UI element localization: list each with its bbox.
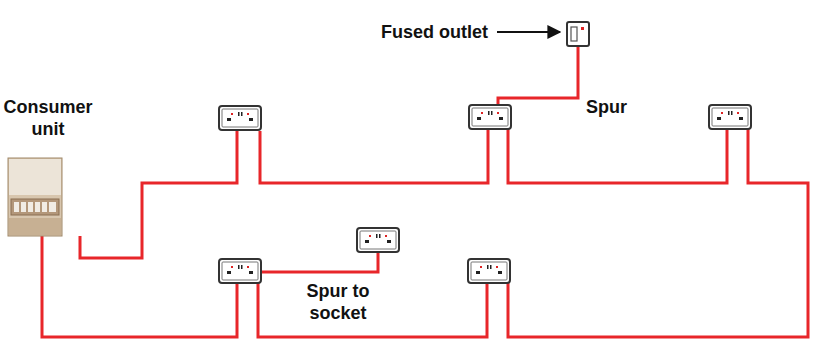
socket-outlet bbox=[357, 228, 399, 252]
ring-wire bbox=[508, 129, 808, 337]
consumer-unit: Consumer unit bbox=[0, 96, 96, 140]
callout-label: Spur bbox=[584, 96, 629, 118]
callout-arrow bbox=[497, 31, 560, 33]
ring-wire bbox=[80, 131, 237, 258]
spur-wire bbox=[498, 46, 578, 105]
consumer-unit-picture bbox=[8, 158, 62, 236]
ring-wire bbox=[42, 46, 808, 337]
socket-outlet bbox=[709, 105, 751, 129]
callout-label: Spur to socket bbox=[288, 280, 388, 324]
socket-outlet bbox=[219, 259, 261, 283]
callout-label: Fused outlet bbox=[379, 21, 490, 43]
ring-wire bbox=[508, 129, 727, 183]
fused-outlet-symbol bbox=[567, 22, 589, 46]
spur-wire bbox=[262, 252, 378, 272]
node-heading: Consumer unit bbox=[0, 96, 96, 140]
ring-wire bbox=[42, 236, 237, 337]
ring-wire bbox=[260, 129, 488, 183]
socket-outlet bbox=[468, 259, 510, 283]
socket-outlet bbox=[469, 105, 511, 129]
socket-outlet bbox=[219, 106, 261, 130]
